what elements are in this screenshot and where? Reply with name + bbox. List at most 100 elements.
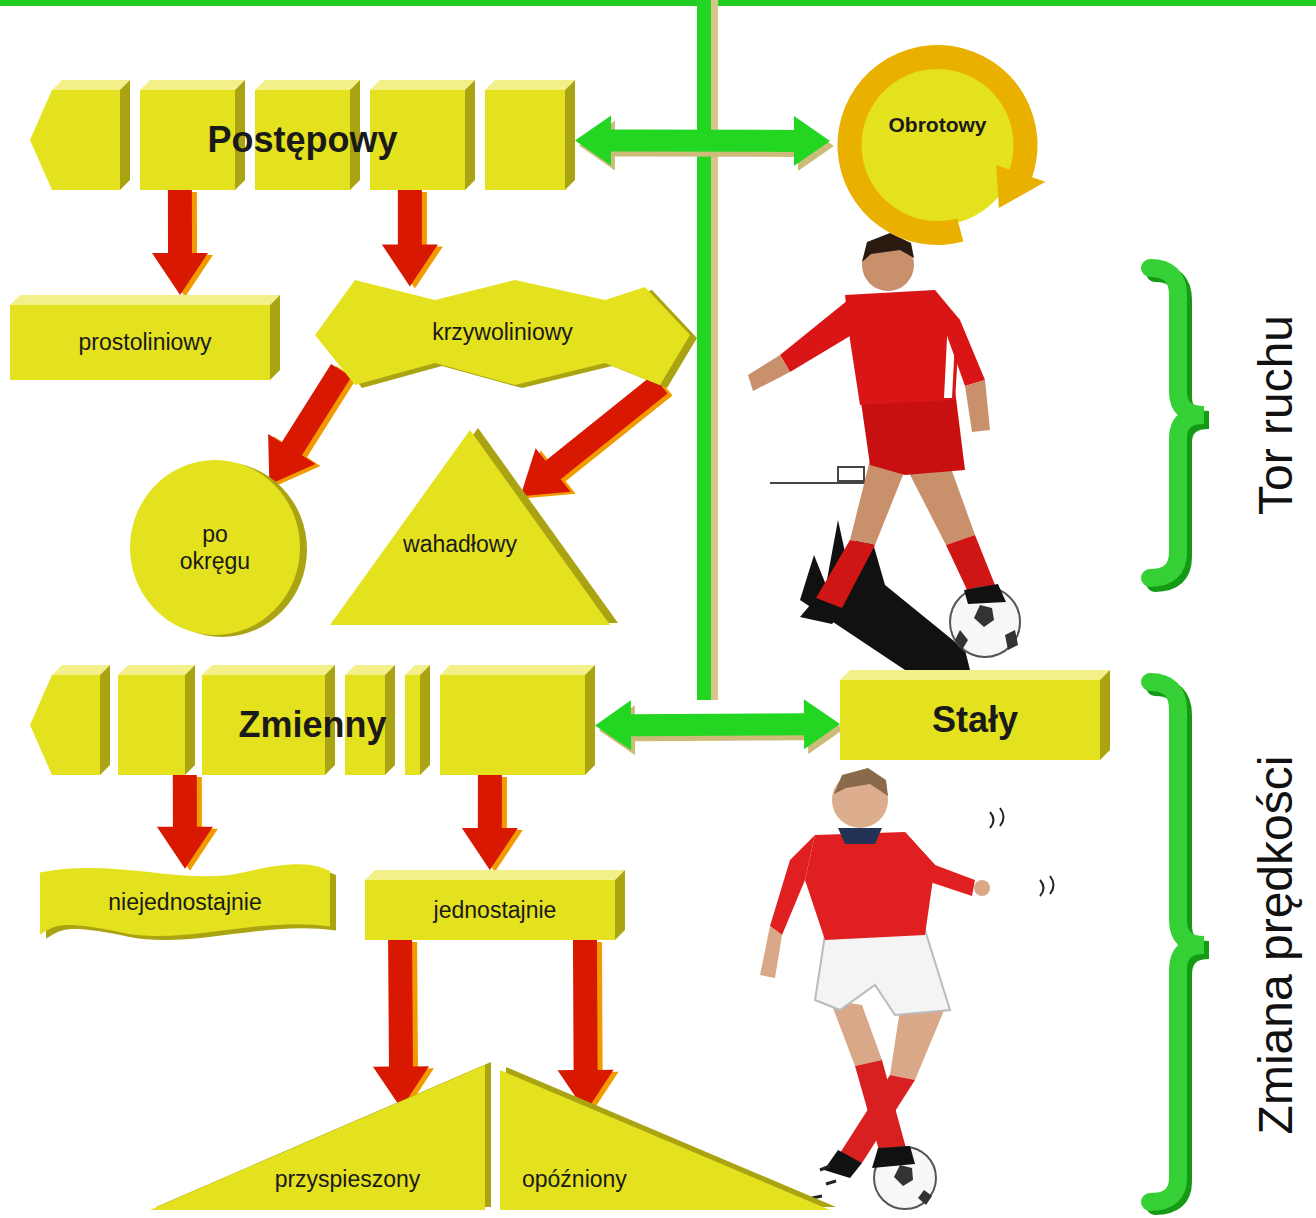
branch-arrow [382, 190, 438, 287]
ball-patch [918, 1190, 932, 1205]
branch-arrow [462, 775, 518, 870]
player-arm [965, 380, 990, 432]
pitch-mark [838, 467, 864, 481]
node-text: wahadłowy [403, 531, 517, 557]
shape-group [30, 80, 575, 190]
shape-side [185, 665, 195, 775]
shape-group [837, 45, 1045, 245]
player-hand [974, 880, 990, 896]
shape-group [130, 460, 307, 637]
pitch-line [770, 482, 872, 484]
shape-face [500, 1070, 830, 1210]
player-shorts [815, 930, 950, 1015]
node-text: po okręgu [170, 521, 260, 574]
category-zigzag: krzywoliniowy [315, 275, 690, 390]
shape-group [330, 428, 618, 625]
shape-top [52, 80, 130, 90]
ball-patch [1005, 630, 1018, 650]
axis-label: Tor ruchu [1250, 315, 1303, 515]
shape-top [118, 665, 195, 675]
player-sock [816, 540, 875, 608]
category-wedge: przyspieszony [150, 1065, 485, 1210]
player-sleeve [905, 832, 975, 896]
shape-top [202, 665, 335, 675]
node-text: przyspieszony [275, 1166, 421, 1192]
shape-side [615, 870, 625, 940]
connector-group [373, 940, 434, 1111]
connector-group [157, 775, 218, 871]
motion-mark [1040, 876, 1054, 896]
player-shoe [824, 1150, 862, 1178]
node-text: Postępowy [207, 119, 397, 160]
connector-group [152, 190, 213, 297]
shape-side [585, 665, 595, 775]
node-outline [830, 45, 1045, 245]
shape-side [100, 665, 110, 775]
shape-group [500, 1067, 836, 1210]
player-sock [946, 535, 995, 592]
branch-arrow [157, 775, 213, 869]
shape-face [365, 880, 615, 940]
branch-arrow [520, 375, 667, 496]
connector-group [268, 364, 356, 486]
shape-side [1100, 670, 1110, 760]
motion-mark [812, 1166, 836, 1198]
shape-top [10, 295, 280, 305]
branch-arrow [268, 364, 351, 484]
player-shoe [800, 598, 844, 624]
ball-patch [894, 1165, 913, 1186]
branch-arrow [152, 190, 208, 295]
double-arrow [595, 699, 840, 750]
player-sleeve [932, 295, 985, 386]
shape-side [270, 295, 280, 380]
node-outline [330, 430, 610, 625]
shape-side [420, 665, 430, 775]
shape-group [315, 280, 697, 388]
shape-face [330, 430, 610, 625]
speed-type-bar: Zmienny [30, 665, 595, 775]
category-banner: niejednostajnie [40, 865, 330, 940]
player-shoe [872, 1146, 915, 1168]
branch-arrow [558, 940, 614, 1112]
shape-group [365, 870, 625, 940]
node-text: Obrotowy [889, 113, 987, 137]
shape-face [840, 680, 1100, 760]
shape-face [485, 90, 565, 190]
motion-mark [990, 808, 1004, 828]
category-wedge: opóźniony [500, 1070, 830, 1210]
shape-face [150, 1065, 485, 1210]
brace [1150, 268, 1204, 578]
shape-group [40, 864, 336, 940]
shape-top [370, 80, 475, 90]
connector-group [520, 375, 672, 498]
connector-group [595, 699, 844, 755]
shape-top [365, 870, 625, 880]
branch-arrow [373, 940, 429, 1109]
shape-top [840, 670, 1110, 680]
rotation-arc [837, 45, 1037, 245]
connector-group [382, 190, 443, 289]
shape-face [118, 675, 185, 775]
shape-side [465, 80, 475, 190]
node-text: prostoliniowy [79, 329, 212, 355]
ball-patch [974, 605, 994, 627]
constant-box: Stały [840, 670, 1110, 760]
shape-group [30, 665, 595, 775]
shape-top [140, 80, 245, 90]
shape-face [315, 280, 690, 385]
shape-face [40, 864, 330, 936]
shape-face [405, 675, 420, 775]
shape-face [30, 90, 120, 190]
player-leg [850, 460, 905, 545]
connector-group [575, 116, 834, 171]
connector-group [462, 775, 523, 872]
category-box: prostoliniowy [10, 295, 280, 380]
shape-face [440, 675, 585, 775]
shape-group [840, 670, 1110, 760]
brace [1150, 682, 1204, 1202]
shape-top [440, 665, 595, 675]
shape-top [52, 665, 110, 675]
player-shoe [964, 584, 1006, 604]
